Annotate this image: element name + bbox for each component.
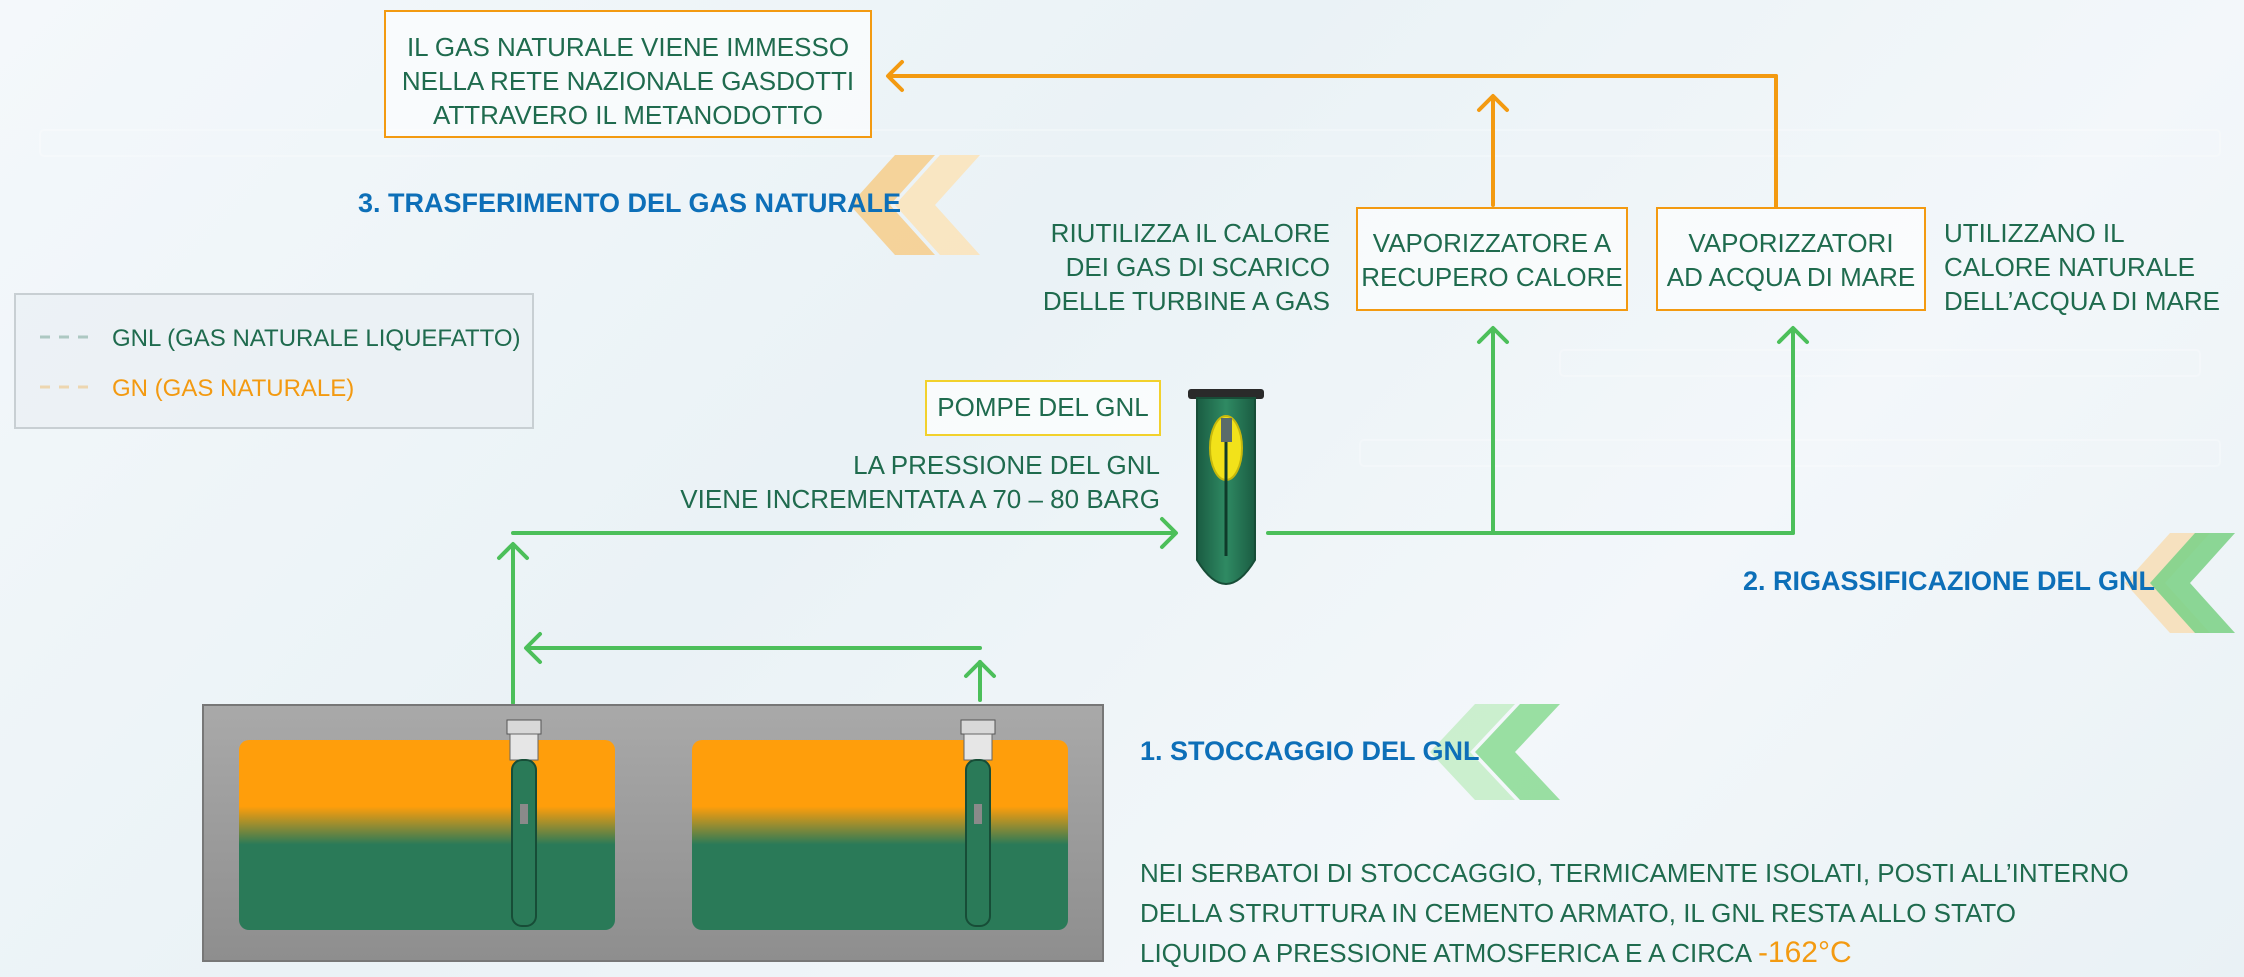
gas-network-line2: NELLA RETE NAZIONALE GASDOTTI	[401, 66, 855, 96]
step2-chevron-icon	[2125, 533, 2235, 633]
seawater-vaporizer-box: VAPORIZZATORI AD ACQUA DI MARE	[1656, 207, 1926, 311]
storage-note-line1: NEI SERBATOI DI STOCCAGGIO, TERMICAMENTE…	[1140, 858, 2129, 888]
pumps-box: POMPE DEL GNL	[925, 380, 1161, 436]
storage-structure	[202, 704, 1104, 962]
legend-gn-label: GN (GAS NATURALE)	[112, 375, 355, 402]
sea-note-line2: CALORE NATURALE	[1944, 252, 2195, 282]
heat-recovery-vaporizer-box: VAPORIZZATORE A RECUPERO CALORE	[1356, 207, 1628, 311]
step1-title: 1. STOCCAGGIO DEL GNL	[1140, 736, 1480, 766]
pressure-note: LA PRESSIONE DEL GNL VIENE INCREMENTATA …	[620, 448, 1160, 516]
gas-network-line1: IL GAS NATURALE VIENE IMMESSO	[406, 32, 850, 62]
temperature-value: -162°C	[1757, 936, 1852, 969]
pump-unit	[1188, 389, 1264, 585]
gas-network-line3: ATTRAVERO IL METANODOTTO	[432, 100, 824, 130]
pressure-note-line2: VIENE INCREMENTATA A 70 – 80 BARG	[680, 484, 1160, 514]
step1-chevron-icon	[1430, 704, 1560, 800]
gas-network-box: IL GAS NATURALE VIENE IMMESSO NELLA RETE…	[384, 10, 872, 138]
step3-chevron-icon	[850, 155, 980, 255]
heat-note-line2: DEI GAS DI SCARICO	[1065, 252, 1330, 282]
heat-note-line1: RIUTILIZZA IL CALORE	[1050, 218, 1330, 248]
sea-vaporizer-line1: VAPORIZZATORI	[1688, 228, 1894, 258]
gnl-lines	[497, 326, 1809, 705]
heat-vaporizer-line2: RECUPERO CALORE	[1361, 262, 1623, 292]
seawater-note: UTILIZZANO IL CALORE NATURALE DELL’ACQUA…	[1944, 216, 2234, 318]
storage-note: NEI SERBATOI DI STOCCAGGIO, TERMICAMENTE…	[1140, 853, 2220, 973]
pressure-note-line1: LA PRESSIONE DEL GNL	[853, 450, 1160, 480]
step3-title: 3. TRASFERIMENTO DEL GAS NATURALE	[358, 188, 902, 218]
storage-note-line2: DELLA STRUTTURA IN CEMENTO ARMATO, IL GN…	[1140, 898, 2017, 928]
heat-note-line3: DELLE TURBINE A GAS	[1042, 286, 1330, 316]
sea-note-line1: UTILIZZANO IL	[1944, 218, 2125, 248]
sea-note-line3: DELL’ACQUA DI MARE	[1944, 286, 2220, 316]
heat-vaporizer-line1: VAPORIZZATORE A	[1372, 228, 1612, 258]
gn-lines	[886, 60, 1778, 209]
storage-note-line3-wrap: LIQUIDO A PRESSIONE ATMOSFERICA E A CIRC…	[1140, 933, 2220, 973]
legend	[14, 293, 534, 429]
sea-vaporizer-line2: AD ACQUA DI MARE	[1666, 262, 1916, 292]
background-decoration	[39, 129, 2221, 467]
heat-reuse-note: RIUTILIZZA IL CALORE DEI GAS DI SCARICO …	[1000, 216, 1330, 318]
storage-note-line3: LIQUIDO A PRESSIONE ATMOSFERICA E A CIRC…	[1140, 938, 1751, 968]
step2-title: 2. RIGASSIFICAZIONE DEL GNL	[1743, 566, 2156, 596]
legend-gnl-label: GNL (GAS NATURALE LIQUEFATTO)	[112, 325, 521, 352]
